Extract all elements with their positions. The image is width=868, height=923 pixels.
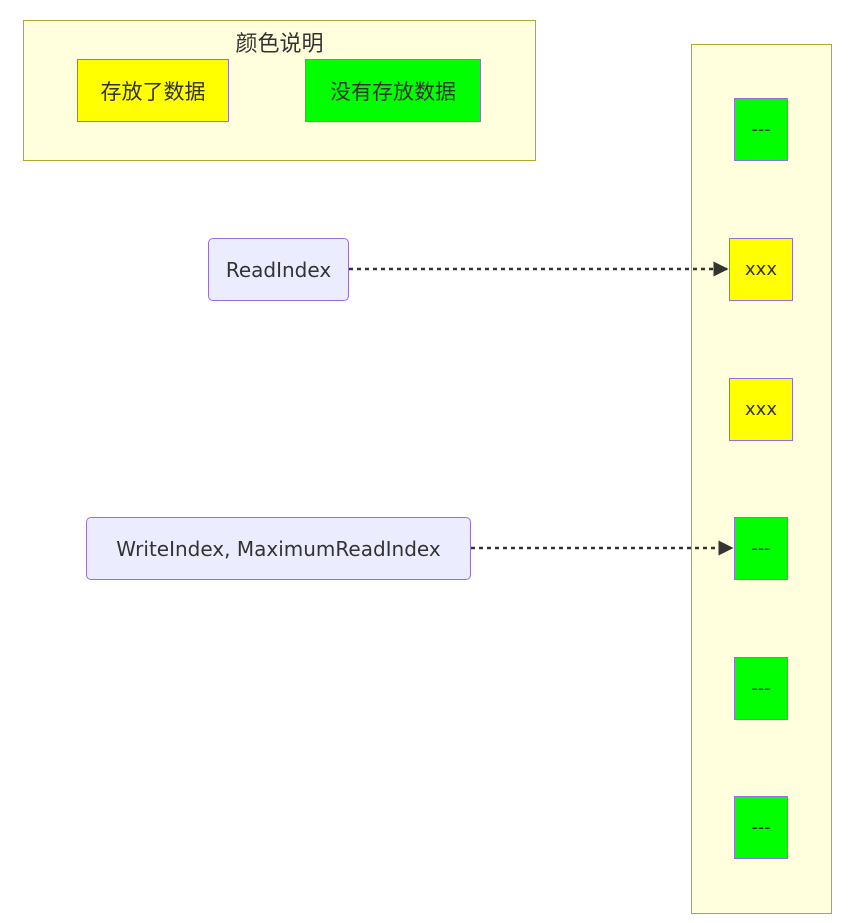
queue-slot-1: xxx — [729, 238, 793, 301]
queue-cluster — [691, 44, 832, 914]
queue-slot-3: --- — [734, 517, 788, 580]
queue-slot-5: --- — [734, 796, 788, 859]
queue-slot-0: --- — [734, 98, 788, 161]
legend-item-filled: 存放了数据 — [77, 59, 229, 122]
queue-slot-2: xxx — [729, 378, 793, 441]
queue-slot-4: --- — [734, 657, 788, 720]
legend-item-empty: 没有存放数据 — [305, 59, 481, 122]
read-index-node: ReadIndex — [208, 238, 349, 301]
legend-title: 颜色说明 — [235, 32, 324, 57]
write-index-node: WriteIndex, MaximumReadIndex — [86, 517, 471, 580]
